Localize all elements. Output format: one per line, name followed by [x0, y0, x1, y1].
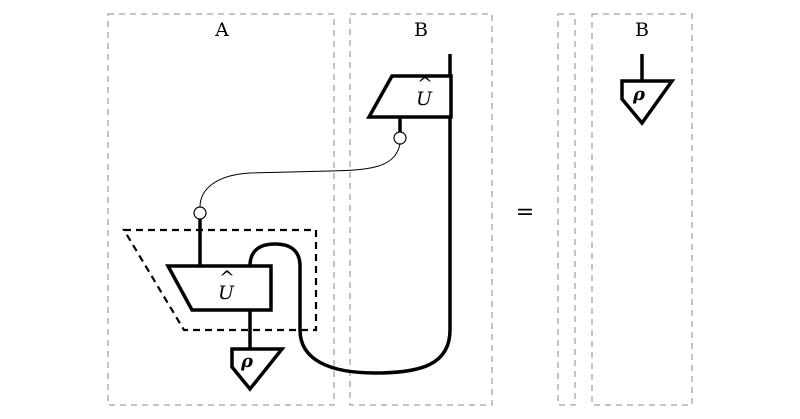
state-rho-right	[620, 79, 676, 126]
lower-unitary-box	[165, 264, 273, 312]
classical-wire	[199, 143, 401, 208]
upper-classical-node	[393, 131, 407, 145]
lower-unitary-hat: ^	[219, 267, 235, 289]
lower-unitary-label: U	[218, 282, 235, 304]
state-rho-left	[230, 347, 286, 392]
region-b-box-right	[591, 13, 693, 406]
region-b-label-right: B	[635, 19, 649, 41]
upper-unitary-hat: ^	[417, 73, 433, 95]
equals-sign: =	[516, 200, 534, 225]
dashed-trapezoid-region	[122, 228, 318, 332]
lower-classical-node	[193, 206, 207, 220]
region-a-box	[107, 13, 335, 406]
region-a-box-right	[557, 13, 576, 406]
state-rho-right-label: ρ	[632, 84, 646, 105]
quantum-wire-loop	[248, 117, 452, 375]
region-a-label: A	[214, 19, 229, 41]
region-b-label: B	[414, 19, 428, 41]
upper-unitary-label: U	[416, 88, 433, 110]
state-rho-left-label: ρ	[240, 351, 254, 372]
region-b-box	[349, 13, 493, 406]
upper-unitary-box	[366, 74, 453, 119]
